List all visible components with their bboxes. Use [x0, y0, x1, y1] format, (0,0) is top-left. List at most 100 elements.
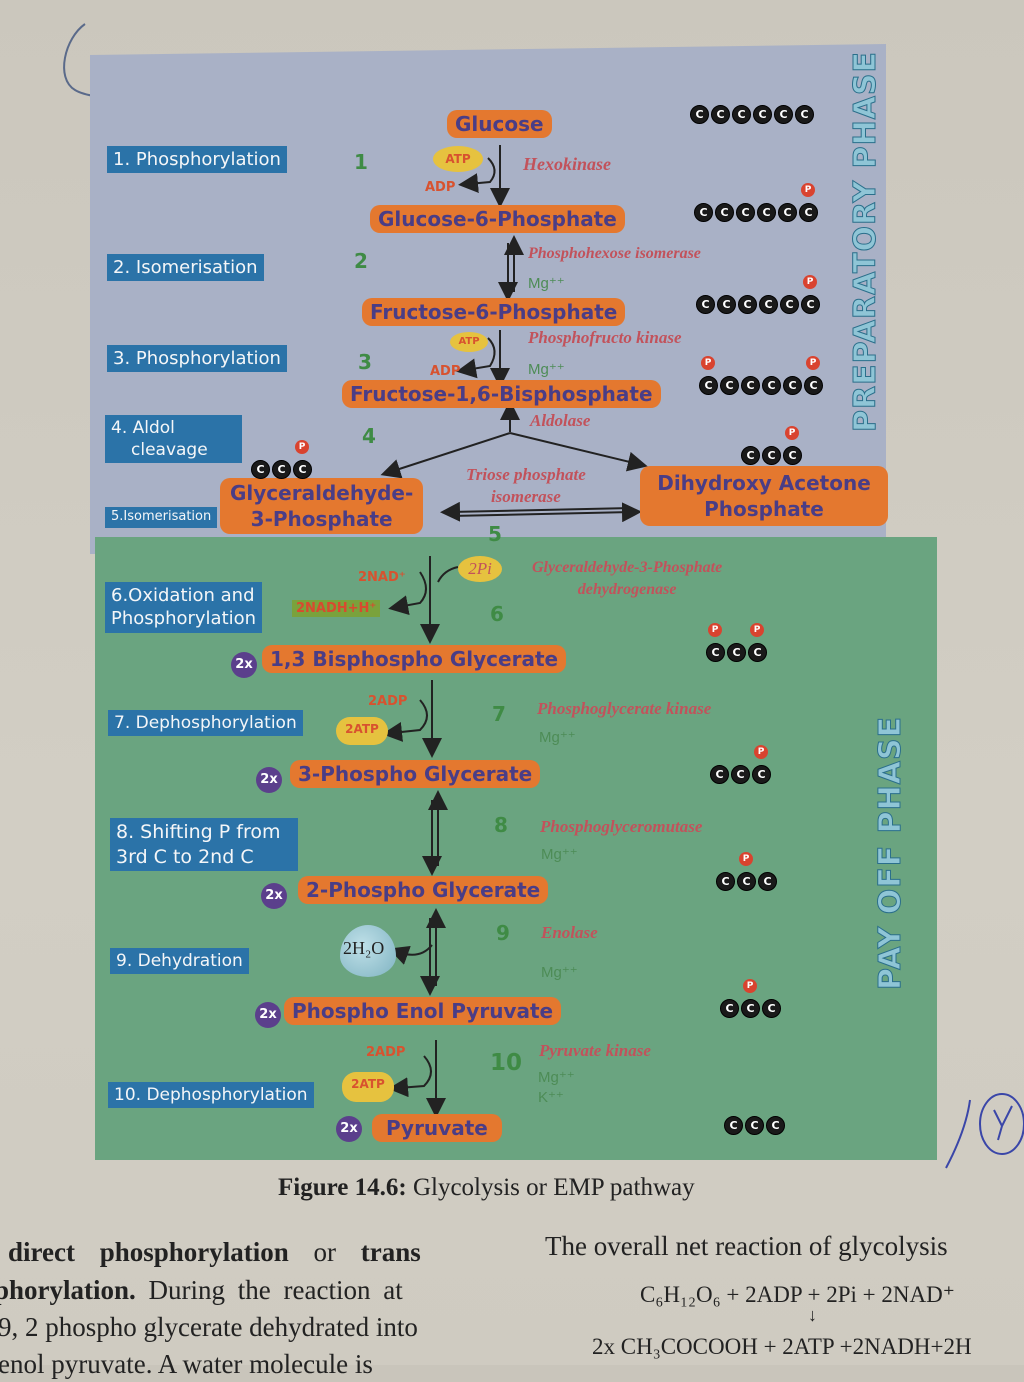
phosphate-icon: P — [739, 852, 753, 866]
step-label-5: 5.Isomerisation — [105, 507, 218, 528]
step-number-8: 8 — [494, 813, 508, 837]
step-label-3: 3. Phosphorylation — [107, 345, 287, 373]
molecule-dihydroxy-acetone-phosphate: Dihydroxy Acetone Phosphate — [640, 466, 888, 526]
step-label-10: 10. Dephosphorylation — [108, 1082, 314, 1109]
phosphate-icon: P — [803, 275, 817, 289]
adp-label: ADP — [430, 364, 461, 379]
step-number-10: 10 — [490, 1050, 523, 1076]
g3p-line2: 3-Phosphate — [250, 507, 393, 531]
step-label-4-line1: 4. Aldol — [111, 418, 175, 438]
enzyme-6-line1: Glyceraldehyde-3-Phosphate — [532, 559, 723, 576]
step-number-7: 7 — [492, 702, 506, 726]
step-label-2: 2. Isomerisation — [107, 254, 264, 282]
step-number-5: 5 — [488, 522, 502, 546]
multiplier-badge: 2x — [231, 652, 257, 678]
pi-icon: 2Pi — [458, 556, 502, 582]
atp-icon: ATP — [450, 332, 488, 352]
molecule-glucose-6-phosphate: Glucose-6-Phosphate — [370, 205, 625, 233]
phosphate-icon: P — [295, 440, 309, 454]
adp-label: 2ADP — [366, 1045, 406, 1060]
body-text-line3: 9, 2 phospho glycerate dehydrated into — [0, 1312, 418, 1342]
molecule-glyceraldehyde-3-phosphate: Glyceraldehyde- 3-Phosphate — [220, 478, 424, 534]
net-reaction-heading: The overall net reaction of glycolysis — [545, 1231, 948, 1261]
pen-tick-mark — [945, 1093, 1024, 1169]
step-number-6: 6 — [490, 602, 504, 626]
cofactor-mg: Mg⁺⁺ — [528, 361, 565, 378]
step-label-1: 1. Phosphorylation — [107, 146, 287, 174]
adp-label: 2ADP — [368, 694, 408, 709]
enzyme-5-line2: isomerase — [490, 487, 561, 507]
step-number-4: 4 — [362, 424, 376, 448]
step-label-9: 9. Dehydration — [110, 948, 249, 975]
adp-label: ADP — [425, 180, 456, 195]
step-label-4-line2: cleavage — [131, 440, 208, 461]
molecule-1-3-bisphospho-glycerate: 1,3 Bisphospho Glycerate — [262, 645, 567, 673]
enzyme-aldolase: Aldolase — [530, 411, 591, 430]
molecule-glucose: Glucose — [447, 110, 552, 138]
enzyme-pyruvate-kinase: Pyruvate kinase — [539, 1041, 651, 1060]
step-label-4: 4. Aldol cleavage — [105, 415, 242, 464]
step-label-6-line2: Phosphorylation — [111, 608, 257, 630]
figure-caption: Figure 14.6: Glycolysis or EMP pathway — [278, 1174, 695, 1202]
phosphate-icon: P — [708, 623, 722, 637]
enzyme-5-line1: Triose phosphate — [466, 465, 586, 484]
body-text-line1: direct phosphorylation or trans — [8, 1237, 421, 1267]
step-number-9: 9 — [496, 921, 510, 945]
cofactor-mg: Mg⁺⁺ — [541, 964, 578, 981]
phosphate-icon: P — [806, 356, 820, 370]
step-label-8: 8. Shifting P from 3rd C to 2nd C — [110, 818, 298, 872]
step-number-3: 3 — [358, 350, 372, 374]
step-label-8-line2: 3rd C to 2nd C — [116, 845, 254, 868]
molecule-phospho-enol-pyruvate: Phospho Enol Pyruvate — [284, 997, 562, 1025]
equation-products: 2x CH₃COCOOH + 2ATP +2NADH+2H — [592, 1334, 972, 1359]
atp-disc-icon: 2ATP — [336, 717, 388, 745]
multiplier-badge: 2x — [336, 1116, 362, 1142]
enzyme-6-line2: dehydrogenase — [577, 581, 677, 599]
molecule-fructose-6-phosphate: Fructose-6-Phosphate — [362, 298, 626, 326]
equation-reactants: C₆H₁₂O₆ + 2ADP + 2Pi + 2NAD⁺ — [640, 1282, 955, 1307]
water-label: 2H₂O — [343, 938, 385, 958]
enzyme-phosphoglyceromutase: Phosphoglyceromutase — [540, 817, 703, 836]
body-text-line2: phorylation. During the reaction at — [0, 1275, 403, 1305]
molecule-pyruvate: Pyruvate — [372, 1114, 502, 1142]
g3p-line1: Glyceraldehyde- — [230, 481, 414, 505]
step-label-7: 7. Dephosphorylation — [108, 710, 303, 737]
figure-caption-label: Figure 14.6: — [278, 1174, 407, 1201]
phosphate-icon: P — [701, 356, 715, 370]
cofactor-mg: Mg⁺⁺ — [541, 846, 578, 863]
dhap-line1: Dihydroxy Acetone — [657, 471, 871, 495]
multiplier-badge: 2x — [255, 1002, 281, 1028]
enzyme-phosphohexose-isomerase: Phosphohexose isomerase — [528, 245, 701, 262]
dhap-line2: Phosphate — [704, 497, 824, 521]
phosphate-icon: P — [785, 426, 799, 440]
nadh-label: 2NADH+H⁺ — [292, 600, 381, 617]
cofactor-mg: Mg⁺⁺ — [528, 275, 565, 292]
phosphate-icon: P — [801, 183, 815, 197]
enzyme-triose-phosphate-isomerase: Triose phosphate isomerase — [466, 464, 586, 508]
preparatory-phase-label: PREPARATORY PHASE — [848, 50, 884, 432]
enzyme-phosphoglycerate-kinase: Phosphoglycerate kinase — [537, 699, 712, 718]
water-drop-icon — [340, 925, 396, 977]
body-text-line4: enol pyruvate. A water molecule is — [0, 1349, 373, 1379]
molecule-2-phospho-glycerate: 2-Phospho Glycerate — [298, 876, 549, 904]
enzyme-hexokinase: Hexokinase — [523, 154, 611, 174]
payoff-phase-label: PAY OFF PHASE — [873, 715, 909, 990]
atp-icon: ATP — [433, 146, 483, 172]
enzyme-enolase: Enolase — [541, 923, 598, 942]
phosphate-icon: P — [743, 979, 757, 993]
step-number-2: 2 — [354, 249, 368, 273]
step-number-1: 1 — [354, 150, 368, 174]
